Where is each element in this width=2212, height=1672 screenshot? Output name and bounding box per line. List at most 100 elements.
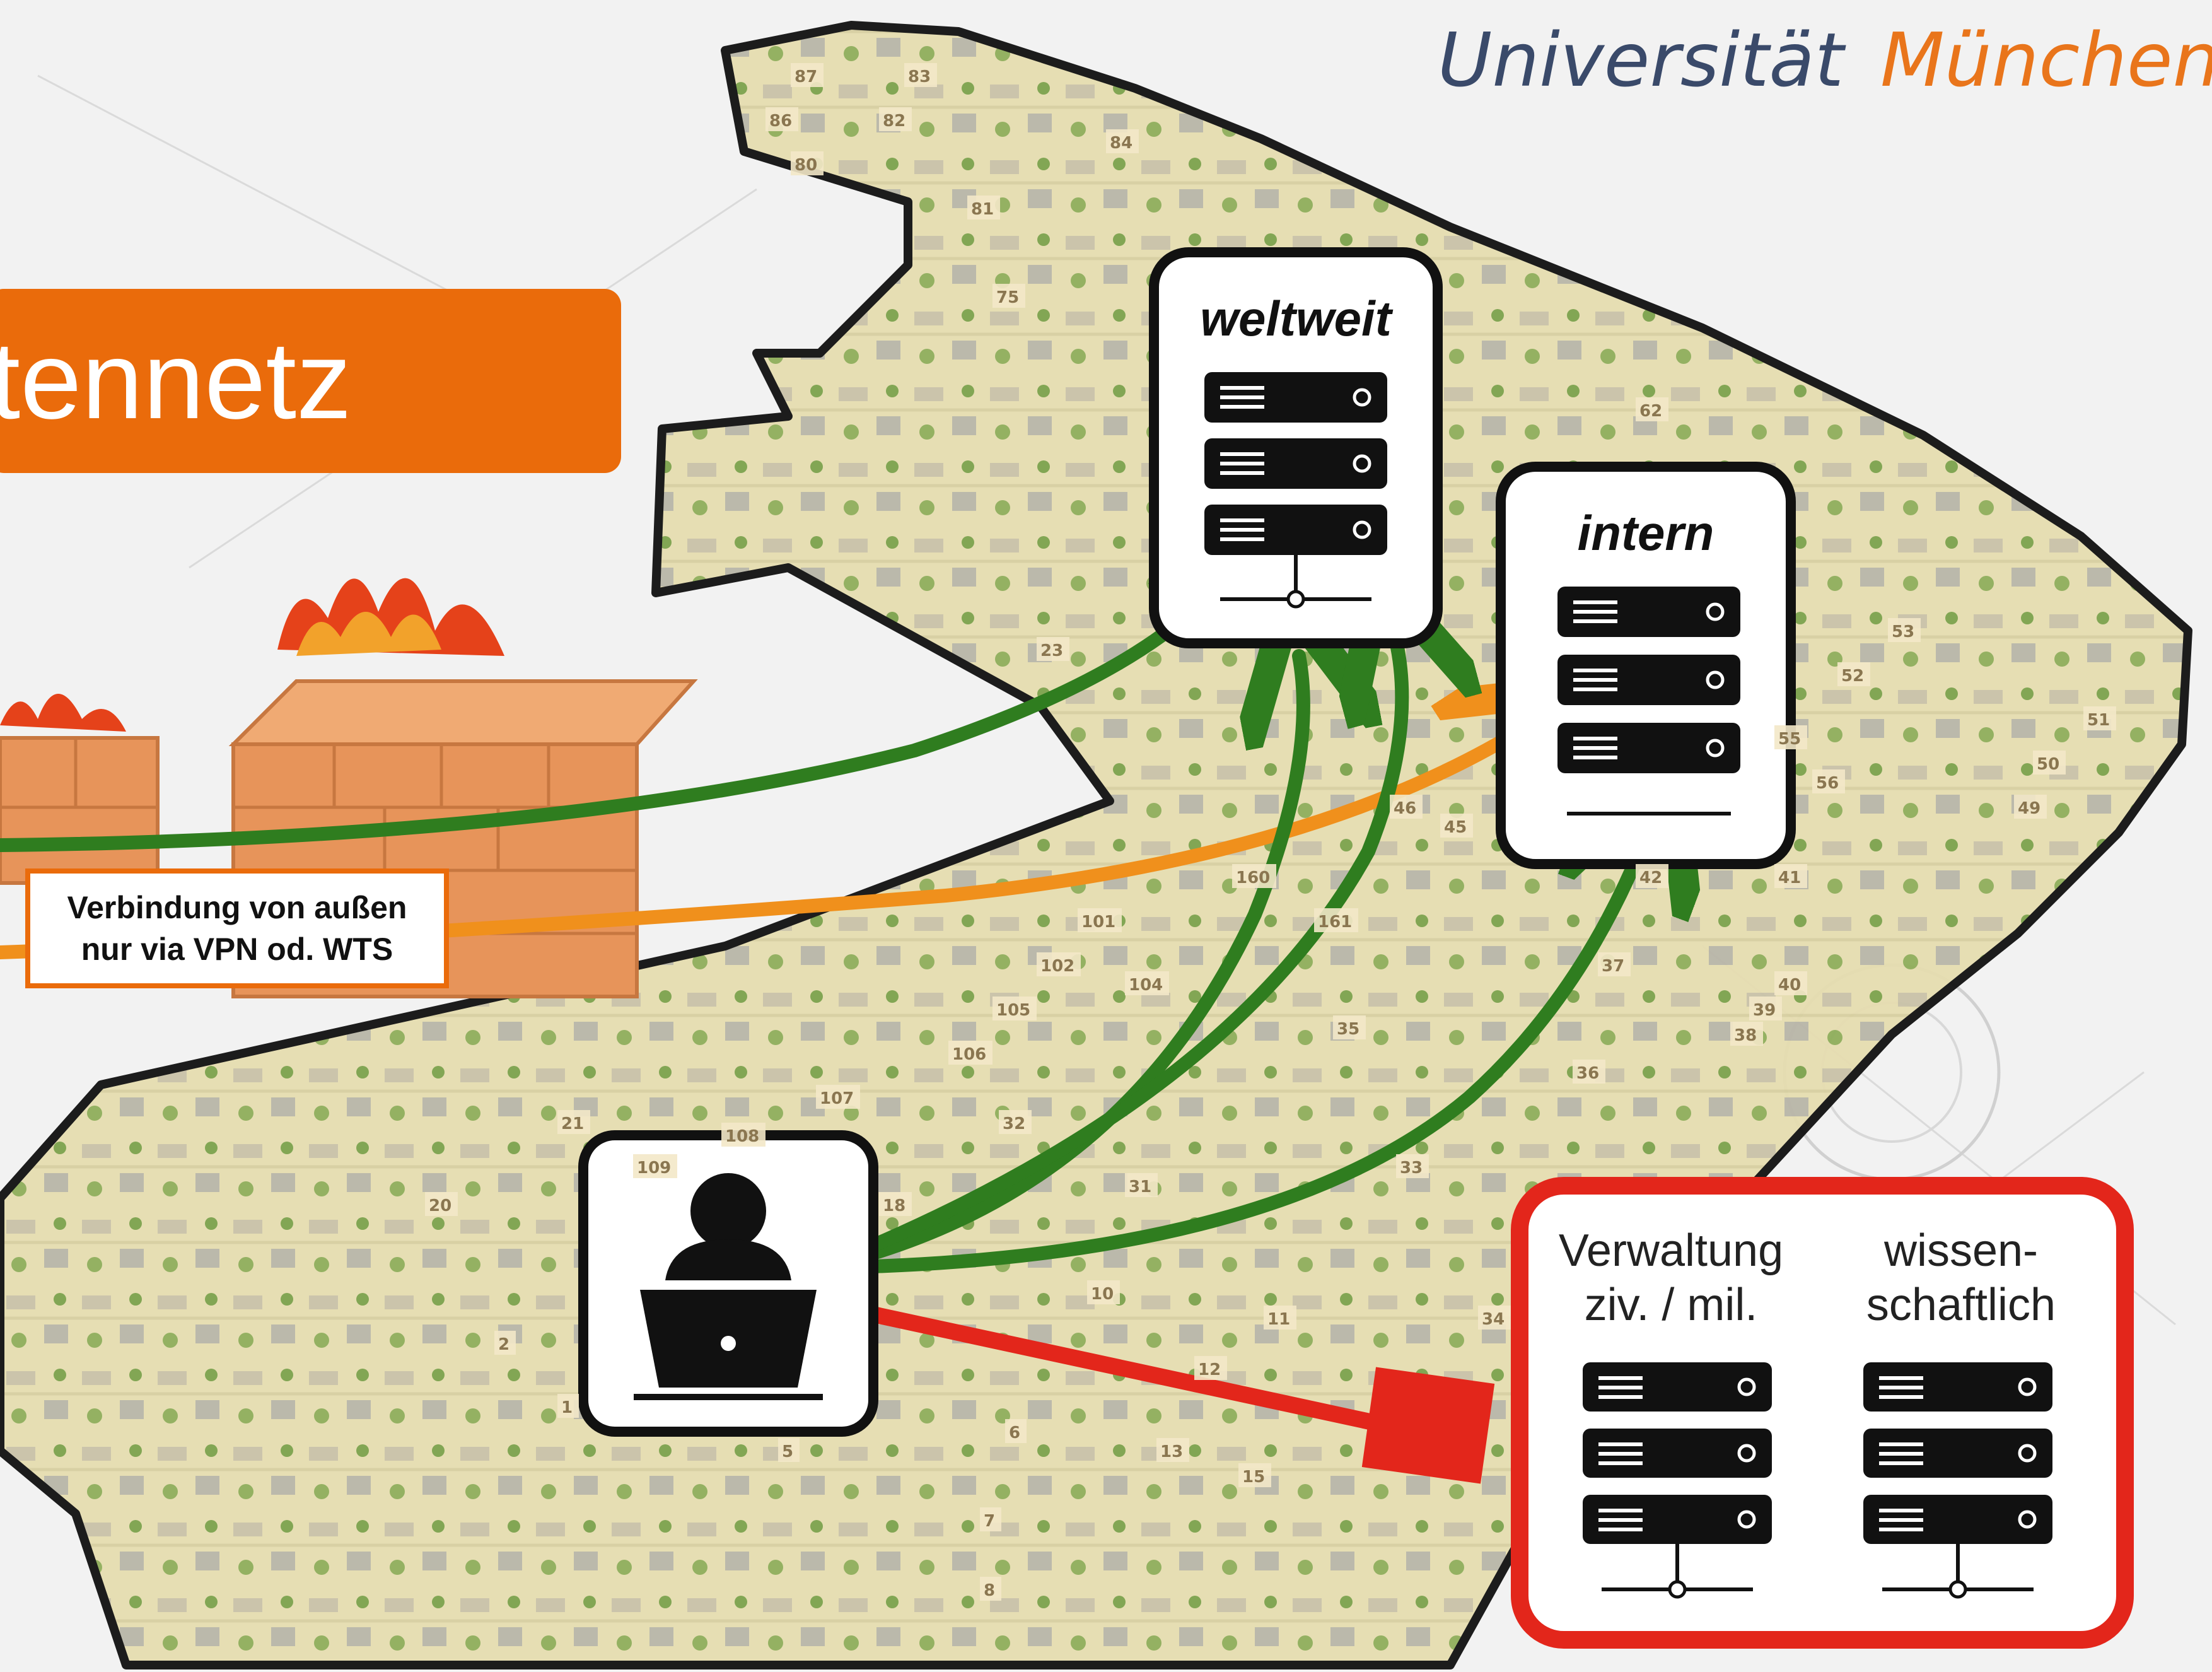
building-number-text: 82 [883,112,905,131]
user-at-laptop-icon [634,1173,823,1400]
building-number-text: 105 [996,1001,1030,1020]
building-number-label: 11 [1264,1306,1296,1330]
building-number-text: 11 [1267,1310,1290,1329]
building-number-label: 109 [633,1154,677,1178]
building-number-label: 2 [494,1331,516,1355]
building-number-label: 80 [791,151,824,175]
green-arrows [0,542,1652,1275]
building-number-text: 7 [984,1512,995,1531]
building-number-text: 23 [1040,641,1063,660]
building-number-text: 21 [561,1114,584,1133]
building-number-label: 34 [1478,1306,1511,1330]
building-number-label: 15 [1238,1463,1271,1487]
building-number-text: 84 [1110,134,1132,153]
building-number-text: 10 [1091,1285,1114,1304]
restricted-servers-panel [1511,1177,2134,1649]
building-number-label: 36 [1573,1060,1605,1084]
building-number-text: 161 [1318,913,1352,932]
building-number-text: 6 [1009,1424,1020,1442]
building-number-label: 45 [1440,814,1473,838]
building-number-label: 10 [1087,1280,1120,1304]
building-number-text: 5 [782,1442,793,1461]
building-number-text: 41 [1778,868,1801,887]
building-number-label: 53 [1888,618,1921,642]
building-number-label: 55 [1774,725,1807,749]
server-rack-icon [1204,372,1387,609]
server-rack-icon-wissenschaftlich [1863,1362,2052,1599]
building-number-label: 12 [1194,1356,1227,1380]
building-number-label: 38 [1730,1022,1763,1046]
building-number-text: 62 [1639,402,1662,421]
building-number-text: 87 [795,67,817,86]
building-number-text: 49 [2018,799,2040,818]
building-number-label: 51 [2083,706,2116,730]
building-number-text: 83 [908,67,931,86]
building-number-label: 41 [1774,864,1807,888]
building-number-text: 75 [996,288,1019,307]
building-number-text: 13 [1160,1442,1183,1461]
building-number-label: 160 [1232,864,1276,888]
building-number-label: 1 [557,1394,579,1418]
building-number-label: 105 [992,997,1037,1020]
building-number-label: 49 [2014,795,2047,819]
building-number-label: 32 [999,1110,1032,1134]
building-number-text: 81 [971,200,994,219]
building-number-text: 1 [561,1398,573,1417]
university-name-left: Universität [1438,16,1844,103]
building-number-label: 104 [1125,971,1169,995]
building-number-text: 45 [1444,818,1467,837]
weltweit-server-panel [1149,247,1443,648]
building-number-label: 6 [1005,1419,1027,1443]
building-number-label: 56 [1812,769,1845,793]
building-number-text: 102 [1040,957,1074,976]
building-number-label: 106 [948,1041,992,1065]
building-number-text: 12 [1198,1360,1221,1379]
building-number-text: 2 [498,1335,509,1354]
building-number-text: 39 [1753,1001,1776,1020]
building-number-label: 31 [1125,1173,1158,1197]
building-number-label: 108 [721,1123,765,1147]
building-number-text: 109 [637,1159,671,1178]
building-number-text: 18 [883,1196,905,1215]
building-number-label: 33 [1396,1154,1429,1178]
building-number-label: 84 [1106,129,1139,153]
building-number-label: 50 [2033,751,2066,775]
building-number-text: 20 [429,1196,451,1215]
building-number-label: 21 [557,1110,590,1134]
building-number-text: 104 [1129,976,1163,995]
building-number-text: 8 [984,1581,995,1600]
building-number-text: 160 [1236,868,1270,887]
building-number-label: 87 [791,63,824,87]
server-rack-icon-verwaltung [1583,1362,1772,1599]
building-number-label: 35 [1333,1015,1366,1039]
building-number-label: 81 [967,196,1000,219]
building-number-label: 13 [1156,1438,1189,1462]
building-number-label: 39 [1749,997,1782,1020]
building-number-text: 107 [820,1089,854,1108]
building-number-label: 86 [765,107,798,131]
building-number-label: 101 [1078,908,1122,932]
verwaltung-line2: ziv. / mil. [1584,1280,1758,1330]
university-name-right: München [1880,16,2212,103]
building-number-text: 42 [1639,868,1662,887]
building-number-text: 33 [1400,1159,1423,1178]
building-number-text: 53 [1892,623,1914,641]
building-number-text: 35 [1337,1020,1359,1039]
building-number-label: 7 [980,1507,1001,1531]
building-number-label: 18 [879,1192,912,1216]
vpn-note-box: Verbindung von außen nur via VPN od. WTS [25,868,449,988]
university-logo: Universität München [1438,13,2212,107]
building-number-label: 75 [992,284,1025,308]
building-number-label: 102 [1037,952,1081,976]
slide-title-text: ldatennetz [0,319,352,442]
building-number-label: 23 [1037,637,1069,661]
vpn-note-line1: Verbindung von außen [67,890,407,925]
building-number-text: 56 [1816,774,1839,793]
blocked-arrow [824,1297,1495,1484]
building-number-text: 106 [952,1045,986,1064]
building-number-text: 32 [1003,1114,1025,1133]
building-number-label: 46 [1390,795,1423,819]
intern-label: intern [1577,505,1714,561]
